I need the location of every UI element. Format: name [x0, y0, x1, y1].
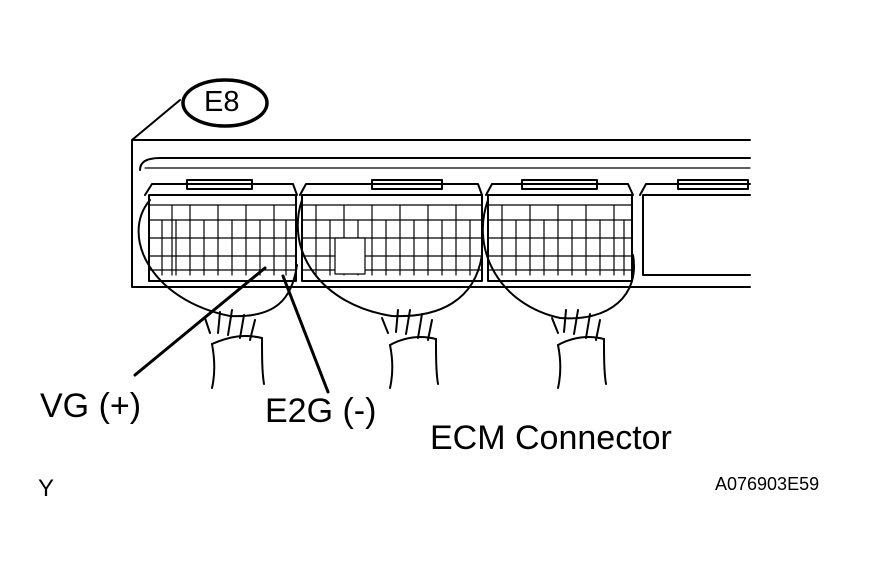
connector-id-bubble — [181, 78, 269, 128]
e2g-pointer-line — [281, 274, 330, 394]
e2g-pin-label: E2G (-) — [265, 392, 377, 430]
ecm-housing-outer — [131, 139, 751, 288]
connector-block-3 — [481, 179, 635, 320]
wire-bundle-3 — [551, 309, 607, 389]
ecm-connector-caption: ECM Connector — [430, 419, 672, 457]
vg-pointer-line — [133, 266, 267, 377]
connector-block-1 — [137, 179, 298, 318]
callout-leader — [131, 99, 181, 141]
connector-block-2 — [296, 179, 483, 318]
corner-mark: Y — [38, 475, 55, 502]
connector-block-4 — [639, 179, 751, 276]
vg-pin-label: VG (+) — [40, 387, 142, 425]
connector-id-label: E8 — [204, 86, 240, 118]
ecm-housing-inner — [139, 157, 751, 171]
figure-code: A076903E59 — [715, 474, 820, 494]
wire-bundle-2 — [381, 309, 439, 389]
wire-bundle-1 — [204, 309, 265, 389]
